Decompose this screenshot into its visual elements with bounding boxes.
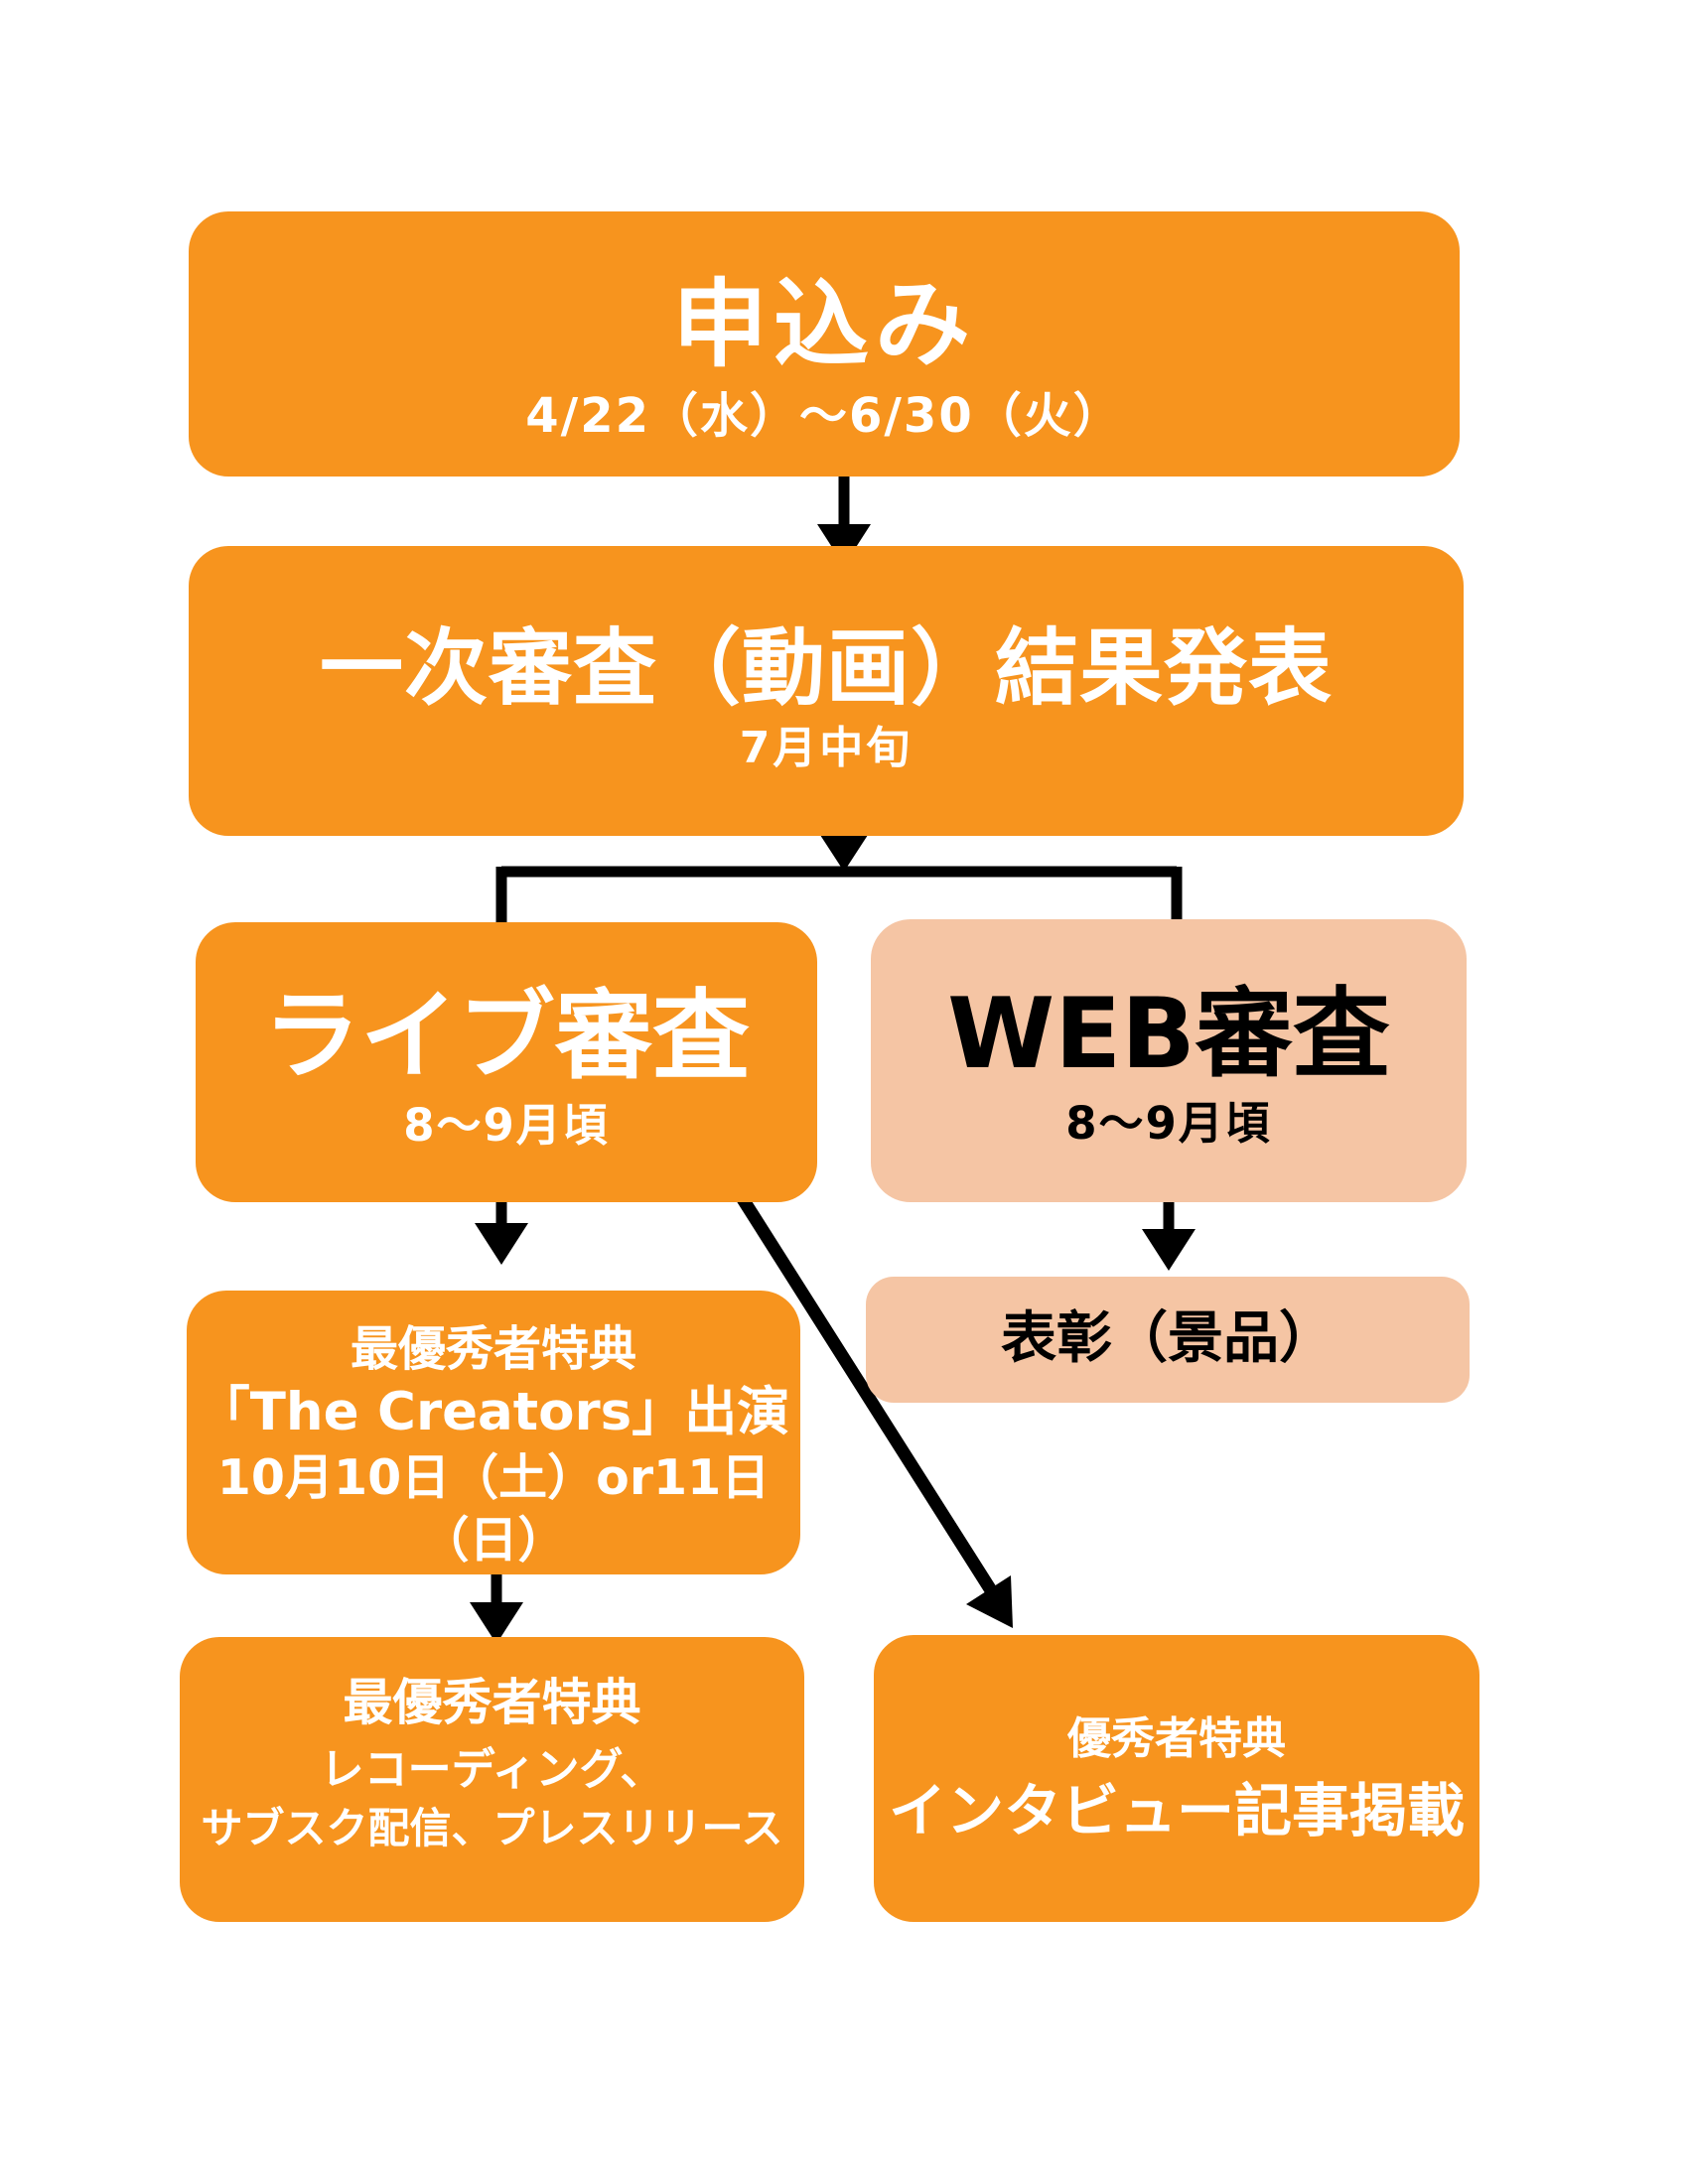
benefit-recording-line1: 最優秀者特典: [343, 1674, 641, 1732]
benefit-interview-line2: インタビュー記事掲載: [888, 1777, 1465, 1845]
benefit-interview-article: 優秀者特典 インタビュー記事掲載: [874, 1635, 1479, 1922]
benefit-recording-line2: レコーディング、: [320, 1743, 664, 1795]
benefit-creators-line1: 最優秀者特典: [350, 1320, 636, 1377]
award-prize-title: 表彰（景品）: [1001, 1306, 1335, 1372]
benefit-creators-performance: 最優秀者特典 「The Creators」出演 10月10日（土）or11日（日…: [187, 1291, 800, 1574]
step-live-judging-period: 8～9月頃: [403, 1098, 610, 1152]
benefit-creators-line3: 10月10日（土）or11日（日）: [216, 1448, 771, 1570]
step-apply: 申込み 4/22（水）～6/30（火）: [189, 211, 1460, 477]
arrow-live-to-creators: [475, 1199, 528, 1265]
arrow-creators-to-recording: [470, 1572, 523, 1644]
step-web-judging: WEB審査 8～9月頃: [871, 919, 1467, 1202]
step-live-judging-title: ライブ審査: [262, 979, 750, 1093]
award-prize: 表彰（景品）: [866, 1277, 1470, 1403]
arrow-web-to-award: [1142, 1199, 1196, 1271]
benefit-recording-release: 最優秀者特典 レコーディング、 サブスク配信、プレスリリース: [180, 1637, 804, 1922]
step-apply-title: 申込み: [672, 268, 976, 380]
benefit-recording-line3: サブスク配信、プレスリリース: [201, 1804, 783, 1853]
benefit-interview-line1: 優秀者特典: [1067, 1713, 1286, 1765]
step-web-judging-period: 8～9月頃: [1065, 1097, 1272, 1151]
step-first-screening-title: 一次審査（動画）結果発表: [319, 618, 1333, 717]
step-first-screening-result: 一次審査（動画）結果発表 7月中旬: [189, 546, 1464, 836]
step-first-screening-period: 7月中旬: [739, 723, 914, 773]
step-apply-period: 4/22（水）～6/30（火）: [525, 387, 1123, 444]
benefit-creators-line2: 「The Creators」出演: [197, 1382, 790, 1443]
step-live-judging: ライブ審査 8～9月頃: [196, 922, 817, 1202]
step-web-judging-title: WEB審査: [947, 978, 1390, 1092]
